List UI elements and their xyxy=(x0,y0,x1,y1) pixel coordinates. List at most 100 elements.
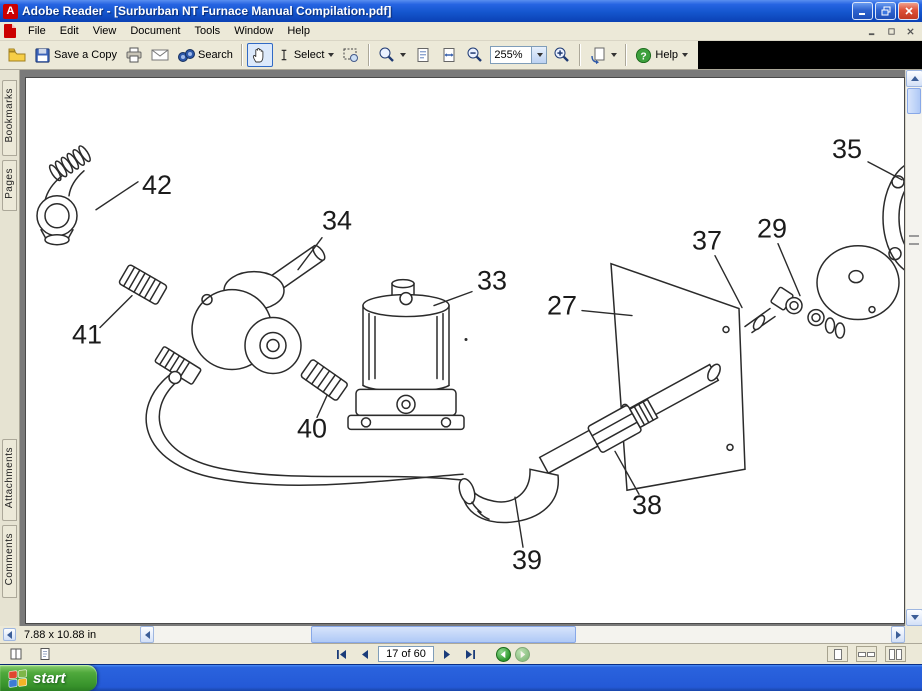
next-page-button[interactable] xyxy=(438,646,457,662)
help-dropdown-icon xyxy=(682,53,689,57)
toolbar-empty-region xyxy=(698,41,922,69)
search-button[interactable]: Search xyxy=(173,43,237,67)
save-a-copy-label: Save a Copy xyxy=(54,49,117,61)
arrow-down-icon xyxy=(910,615,919,620)
menu-tools[interactable]: Tools xyxy=(194,25,221,37)
tab-pages[interactable]: Pages xyxy=(2,159,17,212)
scroll-right-button[interactable] xyxy=(891,626,905,643)
pdf-page: 42 41 34 33 40 27 37 29 35 38 39 xyxy=(25,77,905,624)
zoom-level-combobox[interactable]: 255% xyxy=(490,46,548,64)
email-button[interactable] xyxy=(147,43,173,67)
toolbar-separator xyxy=(625,44,628,66)
zoom-level-value[interactable]: 255% xyxy=(490,46,533,64)
tab-pages-label: Pages xyxy=(4,167,15,199)
book-icon xyxy=(10,648,21,660)
tab-comments-label: Comments xyxy=(4,532,15,585)
part-39-elbow-pipe xyxy=(458,468,559,524)
fit-width-button[interactable] xyxy=(436,43,462,67)
hand-tool-button[interactable] xyxy=(246,43,273,67)
search-binoculars-icon xyxy=(177,49,195,62)
vertical-scroll-track[interactable] xyxy=(906,245,922,609)
doc-minimize-icon xyxy=(868,32,874,35)
actual-size-icon xyxy=(417,48,429,62)
doc-minimize-button[interactable] xyxy=(864,24,880,38)
vertical-scroll-thumb[interactable] xyxy=(907,88,921,114)
next-view-button[interactable] xyxy=(515,646,530,662)
zoom-magnifier-icon xyxy=(379,47,395,62)
tab-comments[interactable]: Comments xyxy=(2,524,17,598)
part-35-disc xyxy=(816,244,900,321)
scroll-up-button[interactable] xyxy=(906,70,922,87)
zoom-in-button[interactable] xyxy=(549,43,575,67)
print-button[interactable] xyxy=(121,43,147,67)
callout-40: 40 xyxy=(297,413,327,443)
page-size-indicator: 7.88 x 10.88 in xyxy=(24,628,97,641)
first-page-button[interactable] xyxy=(332,646,351,662)
horizontal-scrollbar[interactable] xyxy=(140,626,905,643)
start-button-label: start xyxy=(33,669,66,687)
right-edge-casting xyxy=(882,165,904,271)
status-left: 7.88 x 10.88 in xyxy=(0,628,140,641)
callout-34: 34 xyxy=(322,206,352,236)
reading-mode-button[interactable] xyxy=(6,646,25,662)
snapshot-tool-button[interactable] xyxy=(338,43,364,67)
page-number-field[interactable]: 17 of 60 xyxy=(378,646,434,662)
facing-page-icon xyxy=(889,648,895,660)
next-view-icon xyxy=(520,650,526,658)
close-button[interactable] xyxy=(898,2,919,20)
stray-dot xyxy=(464,338,468,342)
continuous-layout-button[interactable] xyxy=(856,646,877,662)
toolbar-separator xyxy=(579,44,582,66)
help-icon: ? xyxy=(636,47,652,63)
vertical-scrollbar[interactable] xyxy=(905,70,922,626)
print-icon xyxy=(126,47,142,63)
tab-attachments[interactable]: Attachments xyxy=(2,438,17,521)
single-page-icon xyxy=(833,648,842,660)
page-view-button[interactable] xyxy=(585,43,621,67)
save-a-copy-button[interactable]: Save a Copy xyxy=(30,43,121,67)
doc-close-button[interactable] xyxy=(902,24,918,38)
scroll-left-button[interactable] xyxy=(140,626,154,643)
menu-document[interactable]: Document xyxy=(130,25,181,37)
search-label: Search xyxy=(197,49,233,61)
doc-restore-button[interactable] xyxy=(883,24,899,38)
zoom-tool-dropdown-icon xyxy=(400,53,407,57)
help-button[interactable]: ? Help xyxy=(631,43,692,67)
part-38-pipe-fitting xyxy=(538,363,721,475)
doc-restore-icon xyxy=(887,27,895,35)
previous-view-button[interactable] xyxy=(496,646,511,662)
zoom-out-button[interactable] xyxy=(462,43,488,67)
menu-file[interactable]: File xyxy=(28,25,46,37)
windows-logo-icon xyxy=(8,669,27,688)
leader-lines xyxy=(95,161,903,548)
tab-bookmarks[interactable]: Bookmarks xyxy=(2,80,17,156)
menu-edit[interactable]: Edit xyxy=(59,25,79,37)
select-dropdown-icon xyxy=(328,53,335,57)
menu-help[interactable]: Help xyxy=(287,25,310,37)
status-expand-button[interactable] xyxy=(3,628,16,641)
menu-window[interactable]: Window xyxy=(234,25,274,37)
actual-size-button[interactable] xyxy=(410,43,436,67)
document-area: 42 41 34 33 40 27 37 29 35 38 39 xyxy=(20,70,905,626)
horizontal-scroll-track[interactable] xyxy=(154,626,891,643)
zoom-level-dropdown-button[interactable] xyxy=(532,46,548,64)
single-page-layout-button[interactable] xyxy=(827,646,848,662)
facing-layout-button[interactable] xyxy=(885,646,906,662)
arrow-left-icon xyxy=(7,630,12,639)
callout-41: 41 xyxy=(72,320,102,350)
horizontal-scroll-thumb[interactable] xyxy=(311,626,576,643)
scroll-down-button[interactable] xyxy=(906,609,922,626)
select-label: Select xyxy=(293,49,325,61)
last-page-button[interactable] xyxy=(461,646,480,662)
menu-view[interactable]: View xyxy=(92,25,117,37)
previous-page-button[interactable] xyxy=(355,646,374,662)
minimize-button[interactable] xyxy=(852,2,873,20)
restore-button[interactable] xyxy=(875,2,896,20)
page-mode-button[interactable] xyxy=(35,646,54,662)
open-button[interactable] xyxy=(4,43,30,67)
zoom-tool-button[interactable] xyxy=(374,43,410,67)
status-row: 7.88 x 10.88 in xyxy=(0,626,922,643)
select-tool-button[interactable]: Select xyxy=(273,43,339,67)
start-button[interactable]: start xyxy=(0,665,97,691)
